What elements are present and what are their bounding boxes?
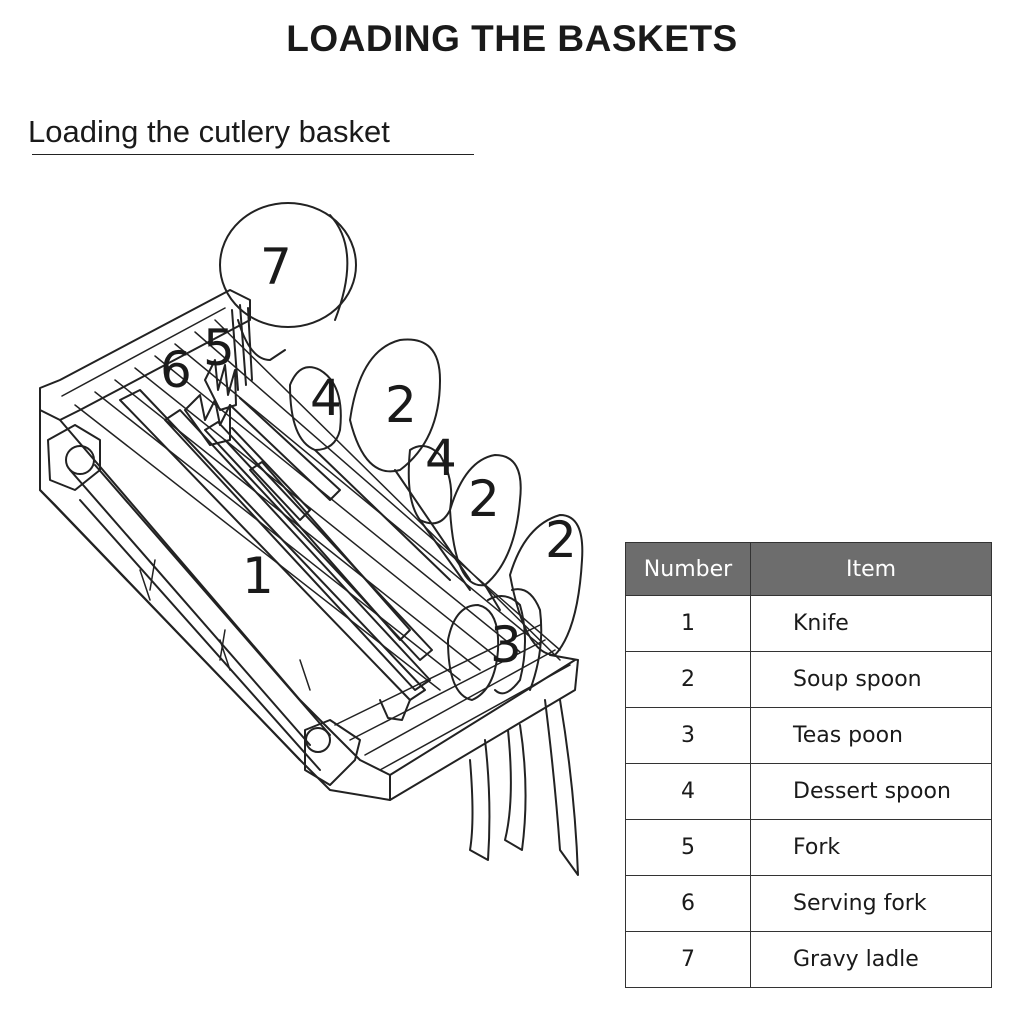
callout-2: 2 bbox=[545, 511, 577, 569]
legend-header-row: Number Item bbox=[625, 542, 992, 596]
knives bbox=[119, 389, 433, 721]
callout-2: 2 bbox=[385, 376, 417, 434]
callout-4: 4 bbox=[310, 369, 342, 427]
row-item: Teas poon bbox=[750, 707, 992, 764]
row-item: Soup spoon bbox=[750, 651, 992, 708]
soup-spoons bbox=[349, 338, 584, 656]
column-header-number: Number bbox=[625, 542, 751, 596]
row-item: Gravy ladle bbox=[750, 931, 992, 988]
table-row: 3 Teas poon bbox=[625, 707, 992, 764]
callout-labels: 7 5 6 4 2 4 2 2 1 3 bbox=[160, 238, 577, 674]
callout-3: 3 bbox=[490, 616, 522, 674]
callout-1: 1 bbox=[242, 547, 274, 605]
table-row: 1 Knife bbox=[625, 595, 992, 652]
basket-grid bbox=[61, 307, 571, 771]
row-number: 2 bbox=[625, 651, 751, 708]
row-number: 1 bbox=[625, 595, 751, 652]
table-row: 4 Dessert spoon bbox=[625, 763, 992, 820]
cutlery-basket-illustration: 7 5 6 4 2 4 2 2 1 3 bbox=[39, 202, 584, 876]
callout-2: 2 bbox=[468, 470, 500, 528]
row-number: 3 bbox=[625, 707, 751, 764]
dessert-spoons bbox=[289, 366, 471, 591]
row-item: Serving fork bbox=[750, 875, 992, 932]
section-heading: Loading the cutlery basket bbox=[28, 114, 390, 149]
forks bbox=[184, 304, 341, 521]
table-row: 7 Gravy ladle bbox=[625, 931, 992, 988]
callout-4: 4 bbox=[425, 429, 457, 487]
callout-5: 5 bbox=[203, 319, 235, 377]
table-row: 2 Soup spoon bbox=[625, 651, 992, 708]
callout-7: 7 bbox=[260, 238, 292, 296]
table-row: 5 Fork bbox=[625, 819, 992, 876]
basket-frame bbox=[39, 289, 579, 801]
section-divider bbox=[32, 154, 474, 155]
row-number: 4 bbox=[625, 763, 751, 820]
hanging-handles bbox=[469, 699, 579, 876]
callout-6: 6 bbox=[160, 341, 192, 399]
row-number: 5 bbox=[625, 819, 751, 876]
column-header-item: Item bbox=[750, 542, 992, 596]
row-item: Dessert spoon bbox=[750, 763, 992, 820]
row-number: 6 bbox=[625, 875, 751, 932]
teaspoons bbox=[447, 588, 543, 701]
row-item: Knife bbox=[750, 595, 992, 652]
table-row: 6 Serving fork bbox=[625, 875, 992, 932]
gravy-ladle bbox=[219, 202, 357, 361]
row-item: Fork bbox=[750, 819, 992, 876]
row-number: 7 bbox=[625, 931, 751, 988]
legend-table: Number Item 1 Knife 2 Soup spoon 3 Teas … bbox=[625, 542, 992, 988]
page-title: LOADING THE BASKETS bbox=[286, 18, 738, 59]
